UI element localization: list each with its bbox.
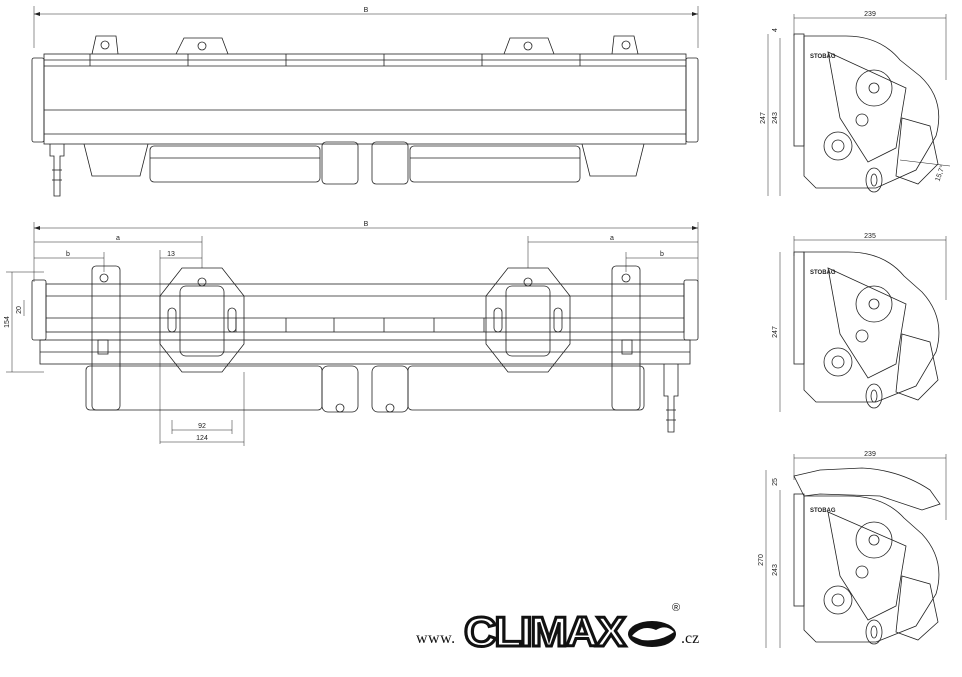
side3-width: 239 xyxy=(864,451,876,458)
registered-mark: ® xyxy=(672,602,681,614)
front-dim-124: 124 xyxy=(196,435,208,442)
top-view xyxy=(31,6,699,197)
front-dim-20: 20 xyxy=(16,306,23,314)
side1-top-offset: 4 xyxy=(772,28,779,32)
side2-width: 235 xyxy=(864,233,876,240)
front-b-label: B xyxy=(364,221,369,228)
side1-height-inner: 243 xyxy=(772,112,779,124)
side2-brand: STOBAG xyxy=(810,270,836,276)
front-a-right-label: a xyxy=(610,235,614,242)
front-dim-154: 154 xyxy=(4,316,11,328)
side1-width: 239 xyxy=(864,11,876,18)
side3-height-inner: 243 xyxy=(772,564,779,576)
climax-logo: CLIMAX xyxy=(464,608,676,654)
front-b-right-label: b xyxy=(660,251,664,258)
front-a-left-label: a xyxy=(116,235,120,242)
side-view-3 xyxy=(765,454,947,648)
side3-brand: STOBAG xyxy=(810,508,836,514)
side1-brand: STOBAG xyxy=(810,54,836,60)
front-b-left-label: b xyxy=(66,251,70,258)
side2-height-outer: 247 xyxy=(772,326,779,338)
side3-height-outer: 270 xyxy=(758,554,765,566)
brand-www-prefix: www. xyxy=(416,630,456,647)
brand-cz-suffix: .cz xyxy=(681,630,700,647)
side3-top-offset: 25 xyxy=(772,478,779,486)
side1-height-outer: 247 xyxy=(760,112,767,124)
svg-text:CLIMAX: CLIMAX xyxy=(464,608,626,654)
side-view-1 xyxy=(767,14,951,196)
front-dim-92: 92 xyxy=(198,423,206,430)
front-dim-13: 13 xyxy=(167,251,175,258)
top-b-label: B xyxy=(364,7,369,14)
side-view-2 xyxy=(779,236,947,412)
front-view xyxy=(6,222,699,446)
